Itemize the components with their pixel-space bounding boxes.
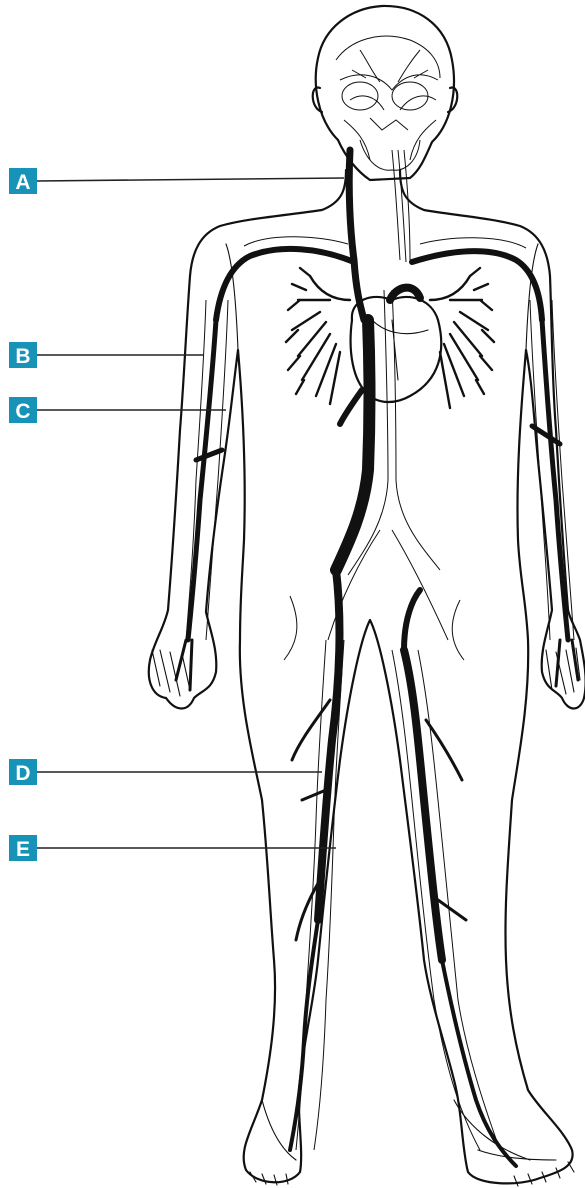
label-A-group: A — [9, 168, 344, 194]
label-tag-C: C — [9, 397, 37, 423]
label-text-D: D — [15, 762, 30, 785]
label-text-C: C — [15, 400, 30, 423]
label-text-A: A — [15, 171, 30, 194]
lung-branches — [286, 268, 494, 424]
label-text-B: B — [15, 345, 30, 368]
leg-vessels — [290, 570, 556, 1166]
label-tag-A: A — [9, 168, 37, 194]
label-tag-D: D — [9, 759, 37, 785]
pelvic-vessels — [284, 530, 464, 660]
major-vessels — [216, 150, 542, 575]
leader-line-A — [37, 178, 344, 181]
label-D-group: D — [9, 759, 322, 785]
label-tag-E: E — [9, 835, 37, 861]
label-E-group: E — [9, 835, 336, 861]
label-C-group: C — [9, 397, 226, 423]
label-text-E: E — [16, 838, 30, 861]
label-tag-B: B — [9, 342, 37, 368]
label-B-group: B — [9, 342, 204, 368]
body-outline — [149, 6, 585, 1186]
